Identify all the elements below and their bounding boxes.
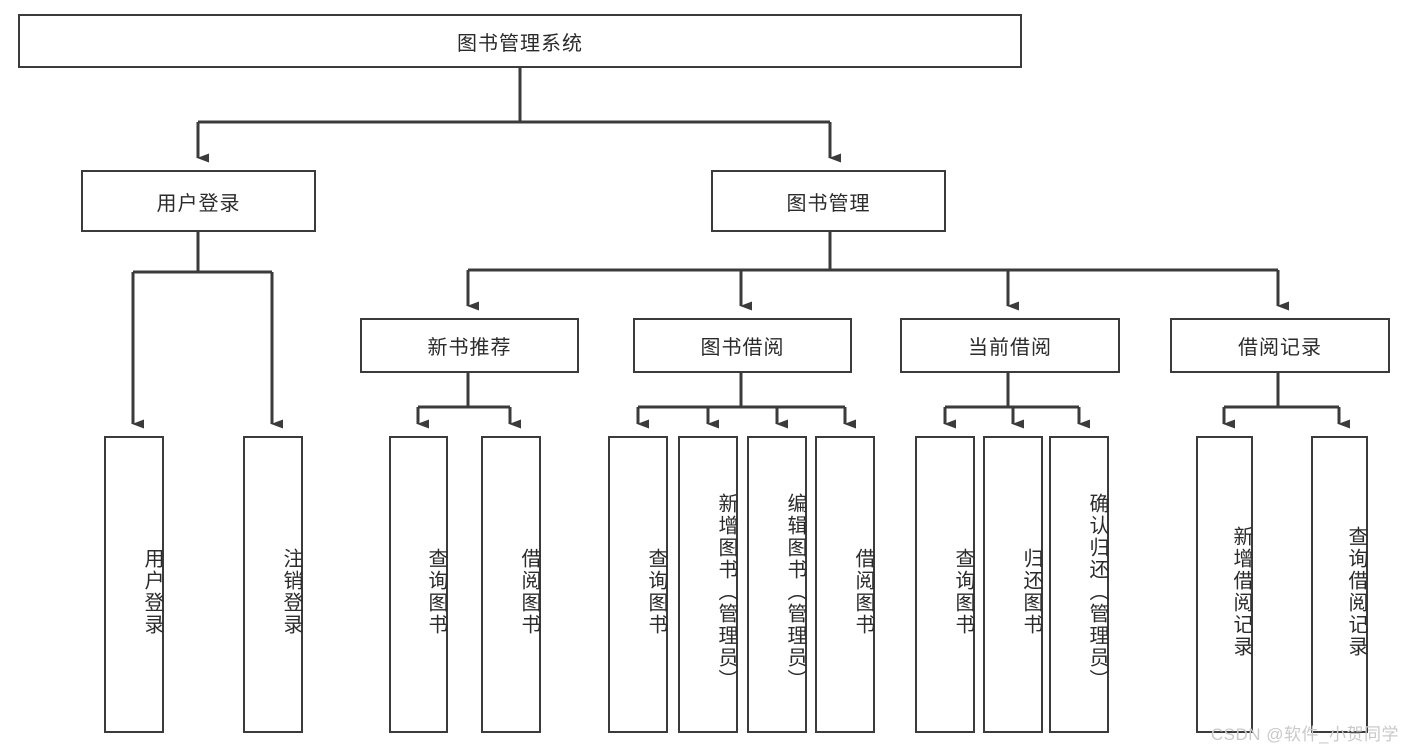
level3-node-book-borrow[interactable]: 图书借阅 <box>633 318 852 373</box>
leaf-node-leaf-borrow-book-b[interactable]: 借阅图书 <box>815 436 875 733</box>
node-label: 借阅图书 <box>518 547 540 636</box>
leaf-node-leaf-query-book-b[interactable]: 查询图书 <box>608 436 668 733</box>
node-label: 图书借阅 <box>700 337 785 359</box>
node-label: 图书管理系统 <box>457 32 583 55</box>
leaf-node-leaf-edit-book[interactable]: 编辑图书（管理员） <box>747 436 807 733</box>
node-label: 借阅记录 <box>1238 337 1322 359</box>
node-label: 用户登录 <box>141 547 163 636</box>
node-label: 注销登录 <box>280 547 302 636</box>
node-label: 新书推荐 <box>427 337 512 359</box>
leaf-node-leaf-borrow-book-rec[interactable]: 借阅图书 <box>481 436 541 733</box>
leaf-node-leaf-confirm-return[interactable]: 确认归还（管理员） <box>1049 436 1109 733</box>
root-node-root[interactable]: 图书管理系统 <box>18 14 1022 68</box>
node-label: 查询图书 <box>645 547 667 636</box>
node-label: 确认归还（管理员） <box>1086 492 1108 691</box>
level3-node-borrow-record[interactable]: 借阅记录 <box>1170 318 1390 373</box>
level3-node-current-borrow[interactable]: 当前借阅 <box>900 318 1120 373</box>
level3-node-new-book-rec[interactable]: 新书推荐 <box>360 318 579 373</box>
level2-node-user-login[interactable]: 用户登录 <box>81 170 316 232</box>
leaf-node-leaf-query-book-c[interactable]: 查询图书 <box>915 436 975 733</box>
node-label: 借阅图书 <box>852 547 874 636</box>
node-label: 查询图书 <box>952 547 974 636</box>
node-label: 查询图书 <box>425 547 447 636</box>
leaf-node-leaf-add-record[interactable]: 新增借阅记录 <box>1196 436 1253 733</box>
node-label: 新增借阅记录 <box>1230 525 1252 658</box>
node-label: 图书管理 <box>786 192 871 215</box>
node-label: 归还图书 <box>1020 547 1042 636</box>
node-label: 当前借阅 <box>968 337 1052 359</box>
node-label: 编辑图书（管理员） <box>784 492 806 691</box>
leaf-node-leaf-return-book[interactable]: 归还图书 <box>983 436 1043 733</box>
leaf-node-leaf-query-book-rec[interactable]: 查询图书 <box>389 436 448 733</box>
leaf-node-leaf-add-book[interactable]: 新增图书（管理员） <box>678 436 738 733</box>
node-label: 查询借阅记录 <box>1345 525 1367 658</box>
node-label: 新增图书（管理员） <box>715 492 737 691</box>
leaf-node-leaf-query-record[interactable]: 查询借阅记录 <box>1311 436 1368 733</box>
node-label: 用户登录 <box>156 192 241 215</box>
level2-node-book-manage[interactable]: 图书管理 <box>711 170 946 232</box>
leaf-node-leaf-user-login[interactable]: 用户登录 <box>104 436 164 733</box>
leaf-node-leaf-user-logout[interactable]: 注销登录 <box>243 436 303 733</box>
